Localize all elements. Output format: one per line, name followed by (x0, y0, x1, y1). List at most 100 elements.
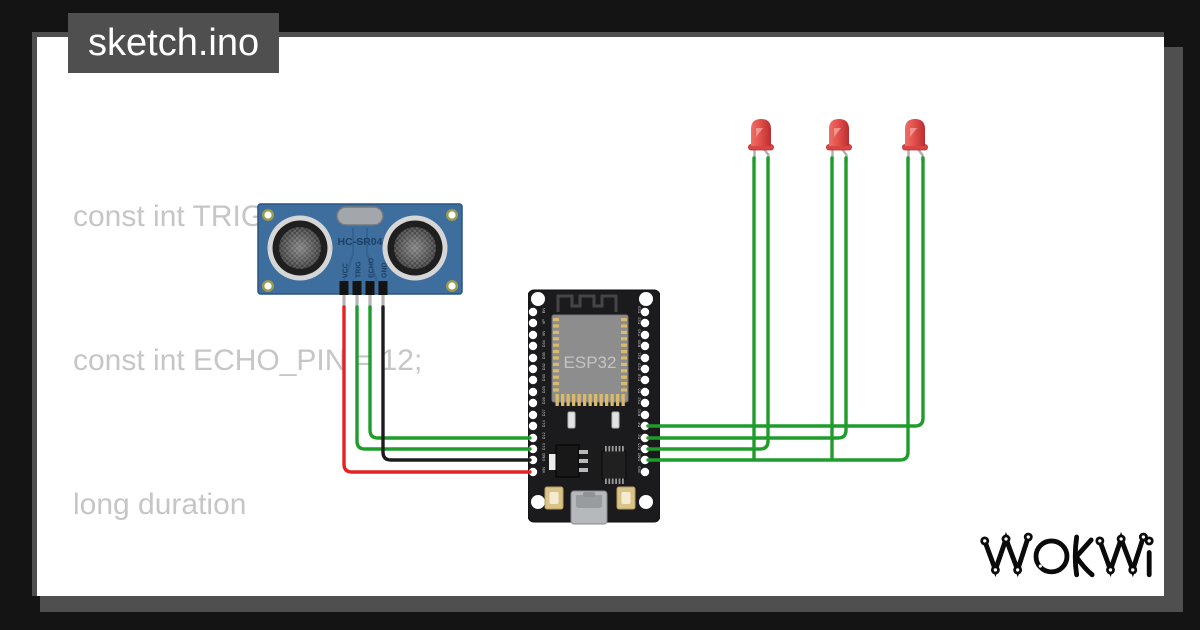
esp32-pin-hole-left[interactable] (528, 330, 538, 340)
module-pad (621, 356, 627, 360)
module-pad (553, 318, 559, 322)
esp32-pin-hole-right[interactable] (640, 444, 650, 454)
canvas-shadow-right (1164, 47, 1183, 612)
esp32-pin-hole-left[interactable] (528, 387, 538, 397)
module-pad (572, 394, 576, 406)
capacitor (611, 411, 620, 429)
hcsr04-ultrasonic-sensor[interactable]: HC-SR04 VCC TRIG ECHO GND (256, 202, 466, 314)
esp32-pin-label: D13 (542, 443, 546, 450)
esp32-pin-hole-left[interactable] (528, 318, 538, 328)
esp32-pin-hole-right[interactable] (640, 318, 650, 328)
module-pad (621, 350, 627, 354)
mount-hole (445, 208, 458, 222)
esp32-pin-label: D23 (638, 306, 642, 313)
esp32-pin-hole-left[interactable] (528, 364, 538, 374)
module-pad (553, 375, 559, 379)
esp32-pin-hole-right[interactable] (640, 364, 650, 374)
usb-connector (570, 490, 608, 525)
code-line: const int ECHO_PIN = 12; (73, 344, 423, 377)
ic-pin (611, 446, 614, 452)
esp32-pin-hole-left[interactable] (528, 353, 538, 363)
sketch-code-preview: const int TRIG_PIN = 13; const int ECHO_… (73, 97, 495, 596)
esp32-pin-label: D14 (542, 420, 546, 427)
esp32-pin-hole-left[interactable] (528, 433, 538, 443)
transducer-right (382, 215, 448, 281)
canvas-shadow-bottom (40, 596, 1183, 612)
esp32-pin-label: D32 (542, 363, 546, 370)
esp32-pin-hole-left[interactable] (528, 455, 538, 465)
esp32-pin-hole-left[interactable] (528, 467, 538, 477)
esp32-pin-label: D21 (638, 352, 642, 359)
module-pad (553, 382, 559, 386)
logo-node-dots (980, 532, 1154, 575)
ic-pin (611, 478, 614, 484)
module-pad (577, 394, 581, 406)
en-button[interactable] (616, 486, 636, 510)
module-pad (621, 324, 627, 328)
esp32-pin-hole-left[interactable] (528, 307, 538, 317)
esp32-pin-hole-right[interactable] (640, 467, 650, 477)
esp32-pin-label: D4 (638, 422, 642, 427)
esp32-pin-hole-right[interactable] (640, 455, 650, 465)
esp32-pin-hole-left[interactable] (528, 398, 538, 408)
esp32-pin-hole-right[interactable] (640, 410, 650, 420)
mount-hole (639, 292, 653, 306)
usb-uart-chip (601, 446, 627, 484)
module-pad (553, 362, 559, 366)
esp32-pin-hole-right[interactable] (640, 330, 650, 340)
mount-hole (261, 279, 275, 292)
ic-pin (608, 478, 611, 484)
esp32-pin-hole-left[interactable] (528, 375, 538, 385)
led-red-3[interactable] (902, 116, 928, 164)
pin-label-trig: TRIG (356, 261, 363, 278)
esp32-pin-label: D33 (542, 374, 546, 381)
esp32-pin-label: D18 (638, 374, 642, 381)
ic-pin (605, 446, 607, 452)
esp32-pin-hole-right[interactable] (640, 353, 650, 363)
module-pad (555, 394, 559, 406)
module-pad (588, 394, 592, 406)
ic-pin (608, 446, 611, 452)
esp32-pin-hole-right[interactable] (640, 421, 650, 431)
esp32-pin-hole-right[interactable] (640, 341, 650, 351)
esp32-pin-hole-right[interactable] (640, 398, 650, 408)
esp32-pin-hole-left[interactable] (528, 341, 538, 351)
module-pad (621, 330, 627, 334)
esp32-pin-label: TX2 (638, 397, 642, 404)
transducer-left (267, 215, 333, 281)
esp32-pin-hole-right[interactable] (640, 433, 650, 443)
esp32-pin-hole-right[interactable] (640, 387, 650, 397)
led-bulb (829, 119, 849, 146)
module-pad (605, 394, 609, 406)
esp32-pin-label: D15 (638, 443, 642, 450)
esp32-pin-hole-right[interactable] (640, 307, 650, 317)
module-pad (621, 343, 627, 347)
esp32-pin-hole-right[interactable] (640, 375, 650, 385)
boot-button[interactable] (544, 486, 564, 510)
ic-pin (618, 478, 621, 484)
esp32-pin-hole-left[interactable] (528, 421, 538, 431)
led-red-1[interactable] (748, 116, 774, 164)
esp32-pin-hole-left[interactable] (528, 444, 538, 454)
wokwi-logo (980, 531, 1154, 578)
esp32-pin-hole-left[interactable] (528, 410, 538, 420)
module-pad (621, 337, 627, 341)
led-red-2[interactable] (826, 116, 852, 164)
module-pad (621, 394, 625, 406)
ic-pin (605, 478, 607, 484)
esp32-pin-label: D26 (542, 397, 546, 404)
code-line: long duration (73, 488, 247, 521)
module-pad (553, 369, 559, 373)
esp32-pin-label: 3V3 (638, 466, 642, 473)
esp32-pin-label: D22 (638, 317, 642, 324)
ic-pin (618, 446, 621, 452)
led-highlight (756, 128, 763, 137)
esp32-pin-label: D27 (542, 409, 546, 416)
esp32-pin-label: GND (638, 453, 642, 462)
pin-label-vcc: VCC (343, 263, 350, 278)
ic-pin (622, 478, 624, 484)
mount-hole (261, 208, 275, 222)
